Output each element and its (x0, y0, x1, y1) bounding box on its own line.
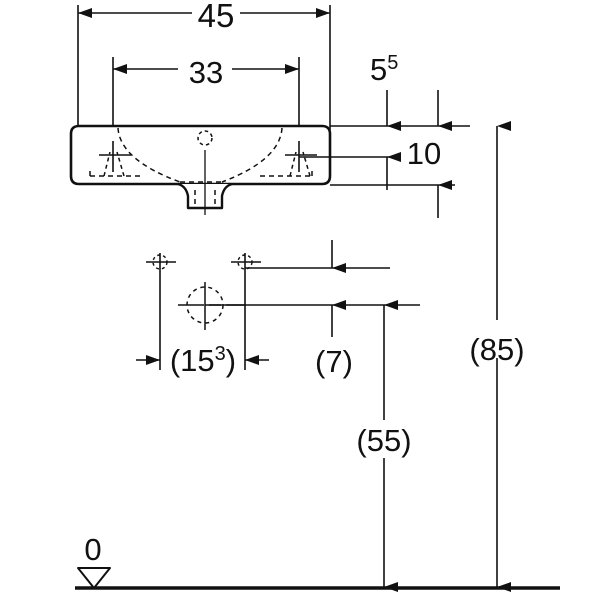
bowl-contour-right (221, 127, 283, 183)
fixing-marks (146, 253, 261, 370)
tap-hole-centre-marks (99, 141, 317, 172)
floor-datum: 0 (75, 532, 560, 590)
washbasin-elevation (69, 124, 332, 215)
dim-33-label: 33 (189, 55, 223, 90)
dim-55-label: (55) (356, 423, 411, 458)
bowl-contour-left (117, 127, 181, 183)
dim-7-label: (7) (315, 344, 353, 379)
dim-5-label: 55 (370, 52, 398, 87)
dimension-85: (85) (469, 121, 525, 592)
dim-15-label: (153) (170, 343, 236, 378)
dim-45-label: 45 (198, 0, 235, 34)
dimension-33: 33 (113, 55, 299, 90)
dimension-10: 10 (386, 136, 452, 218)
dimension-5-superscript: 55 (370, 52, 452, 131)
dimension-55: (55) (356, 300, 412, 592)
dim-10-label: 10 (407, 136, 441, 171)
datum-label: 0 (84, 532, 101, 567)
dimension-45: 45 (78, 0, 330, 34)
witness-lines-mid (205, 267, 420, 306)
dimension-7: (7) (315, 240, 353, 379)
datum-triangle (77, 567, 111, 589)
basin-outline (69, 124, 332, 186)
dimension-15-superscript: (153) (136, 343, 269, 378)
dim-85-label: (85) (469, 332, 524, 367)
overflow-hole (197, 130, 213, 146)
